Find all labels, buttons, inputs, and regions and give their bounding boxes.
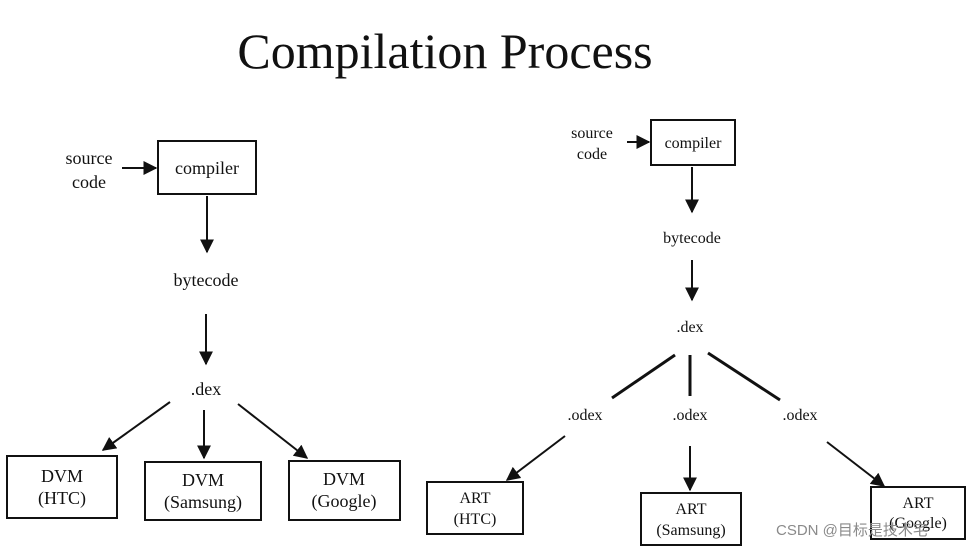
left-source-label: source xyxy=(66,148,113,168)
right-code-label: code xyxy=(577,146,607,163)
left-dvm-google-line1: DVM xyxy=(323,469,365,489)
left-dvm-google-box xyxy=(288,460,401,521)
right-art-samsung-box xyxy=(640,492,742,546)
right-odex-left-label: .odex xyxy=(567,407,602,424)
left-dvm-samsung-line1: DVM xyxy=(182,470,224,490)
left-compiler-label: compiler xyxy=(175,158,239,178)
right-odex-mid-label: .odex xyxy=(672,407,707,424)
right-compiler-label: compiler xyxy=(665,135,723,152)
right-dex-label: .dex xyxy=(676,319,703,336)
left-compiler-box xyxy=(157,140,257,195)
right-art-htc-box xyxy=(426,481,524,535)
left-dex-htc-arrow xyxy=(101,401,171,451)
left-dvm-google-line2: (Google) xyxy=(312,491,377,512)
left-bytecode-label: bytecode xyxy=(174,270,239,290)
left-diagram: source code compiler bytecode .dex DVM (… xyxy=(6,140,401,521)
left-dvm-samsung-box xyxy=(144,461,262,521)
left-dvm-htc-box xyxy=(6,455,118,519)
left-dvm-samsung-line2: (Samsung) xyxy=(164,492,242,513)
right-odex-google-arrow xyxy=(826,441,886,487)
right-bytecode-label: bytecode xyxy=(663,230,721,247)
right-source-label: source xyxy=(571,125,613,142)
right-art-samsung-line2: (Samsung) xyxy=(656,522,725,539)
right-art-google-line1: ART xyxy=(902,495,933,512)
right-odex-htc-arrow xyxy=(505,435,566,481)
right-odex-right-label: .odex xyxy=(782,407,817,424)
left-dvm-htc-line1: DVM xyxy=(41,466,83,486)
left-dex-label: .dex xyxy=(191,379,222,399)
left-dex-google-arrow xyxy=(237,403,309,459)
right-compiler-box xyxy=(650,119,736,166)
right-art-google-box xyxy=(870,486,966,540)
watermark: CSDN @目标是技术宅 xyxy=(776,522,928,539)
right-diagram: source code compiler bytecode .dex .odex… xyxy=(426,119,966,546)
right-art-htc-line2: (HTC) xyxy=(454,511,497,528)
right-dex-odex-right-line xyxy=(707,351,781,402)
left-dvm-htc-line2: (HTC) xyxy=(38,488,86,509)
left-code-label: code xyxy=(72,172,106,192)
right-art-samsung-line1: ART xyxy=(675,501,706,518)
right-art-htc-line1: ART xyxy=(459,490,490,507)
page-title: Compilation Process xyxy=(237,23,653,79)
right-dex-odex-left-line xyxy=(611,353,676,400)
right-art-google-line2: (Google) xyxy=(889,515,947,532)
